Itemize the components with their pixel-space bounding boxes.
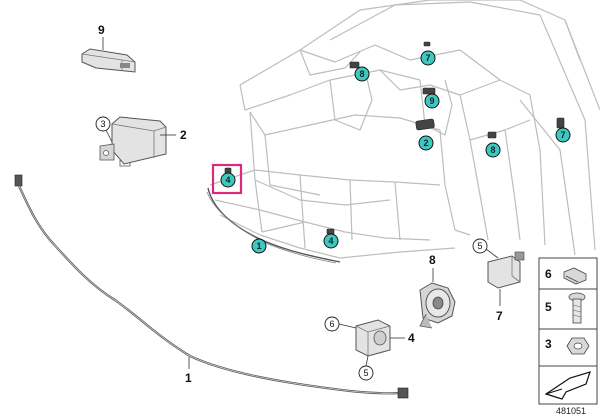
- part-2-control-unit[interactable]: [99, 116, 167, 167]
- svg-text:8: 8: [490, 145, 495, 155]
- part-4-holder[interactable]: [355, 319, 391, 357]
- part-label-3: 3: [95, 116, 111, 132]
- svg-text:1: 1: [256, 241, 261, 251]
- part-7-bracket[interactable]: [487, 251, 525, 289]
- part-9-module[interactable]: [81, 48, 136, 73]
- callout-4[interactable]: 4: [323, 233, 339, 249]
- svg-text:9: 9: [429, 96, 434, 106]
- callout-8-lower[interactable]: 8: [485, 142, 501, 158]
- part-label-5-upper: 5: [472, 238, 488, 254]
- small-parts-legend: 6 5 3: [538, 257, 598, 405]
- part-label-2: 2: [180, 128, 187, 142]
- callout-7-lower[interactable]: 7: [555, 127, 571, 143]
- callout-7-upper[interactable]: 7: [420, 50, 436, 66]
- clip-icon: [563, 267, 587, 285]
- part-label-6: 6: [324, 316, 340, 332]
- part-label-8: 8: [429, 253, 436, 267]
- part-8-round-sensor[interactable]: [419, 282, 456, 329]
- front-sensor-cable: [207, 187, 341, 263]
- svg-text:2: 2: [423, 138, 428, 148]
- svg-text:4: 4: [328, 236, 333, 246]
- part-label-7: 7: [496, 309, 503, 323]
- svg-text:5: 5: [363, 368, 368, 378]
- svg-text:7: 7: [560, 130, 565, 140]
- vehicle-frame: [209, 0, 600, 259]
- arrow-icon: [544, 371, 591, 400]
- part-1-wiring-harness[interactable]: [14, 174, 409, 399]
- svg-text:3: 3: [100, 119, 105, 129]
- part-label-9: 9: [98, 23, 105, 37]
- bolt-icon: [568, 292, 586, 324]
- callout-9[interactable]: 9: [424, 93, 440, 109]
- part-label-4: 4: [408, 331, 415, 345]
- front-bumper-bar: [206, 191, 337, 264]
- callout-8-upper[interactable]: 8: [354, 66, 370, 82]
- svg-text:6: 6: [329, 319, 334, 329]
- callout-1[interactable]: 1: [251, 238, 267, 254]
- nut-icon: [566, 337, 590, 355]
- part-label-1: 1: [185, 371, 192, 385]
- callout-4-highlighted[interactable]: 4: [211, 163, 243, 195]
- callout-2[interactable]: 2: [418, 135, 434, 151]
- mounted-sensors: [224, 41, 565, 235]
- diagram-number: 481051: [556, 406, 586, 416]
- legend-number-5: 5: [545, 300, 552, 314]
- svg-text:7: 7: [425, 53, 430, 63]
- part-label-5-lower: 5: [358, 365, 374, 381]
- svg-text:5: 5: [477, 241, 482, 251]
- legend-number-3: 3: [545, 337, 552, 351]
- svg-text:8: 8: [359, 69, 364, 79]
- legend-number-6: 6: [545, 267, 552, 281]
- svg-text:4: 4: [225, 175, 230, 185]
